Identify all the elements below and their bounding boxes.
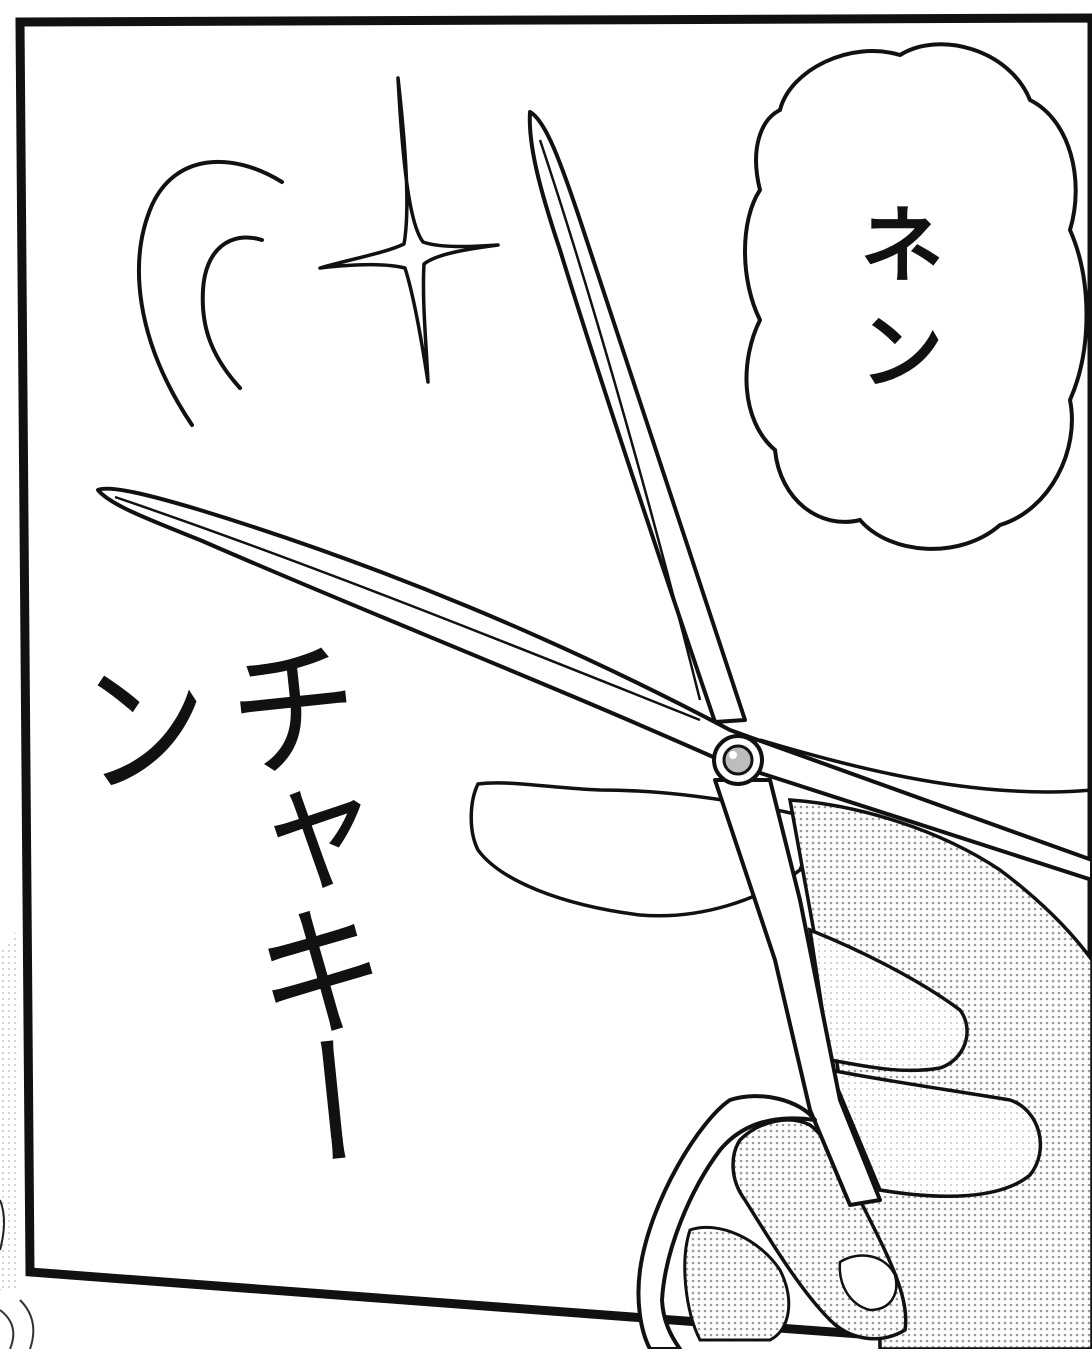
sparkle-icon	[318, 76, 500, 384]
speech-bubble-text: ネン	[843, 200, 943, 412]
neighbor-panel-fragment	[0, 0, 80, 1350]
motion-lines-icon	[137, 159, 284, 427]
scissors-icon	[96, 110, 1092, 1351]
hand-illustration	[469, 781, 1092, 1351]
speech-bubble	[743, 42, 1089, 551]
